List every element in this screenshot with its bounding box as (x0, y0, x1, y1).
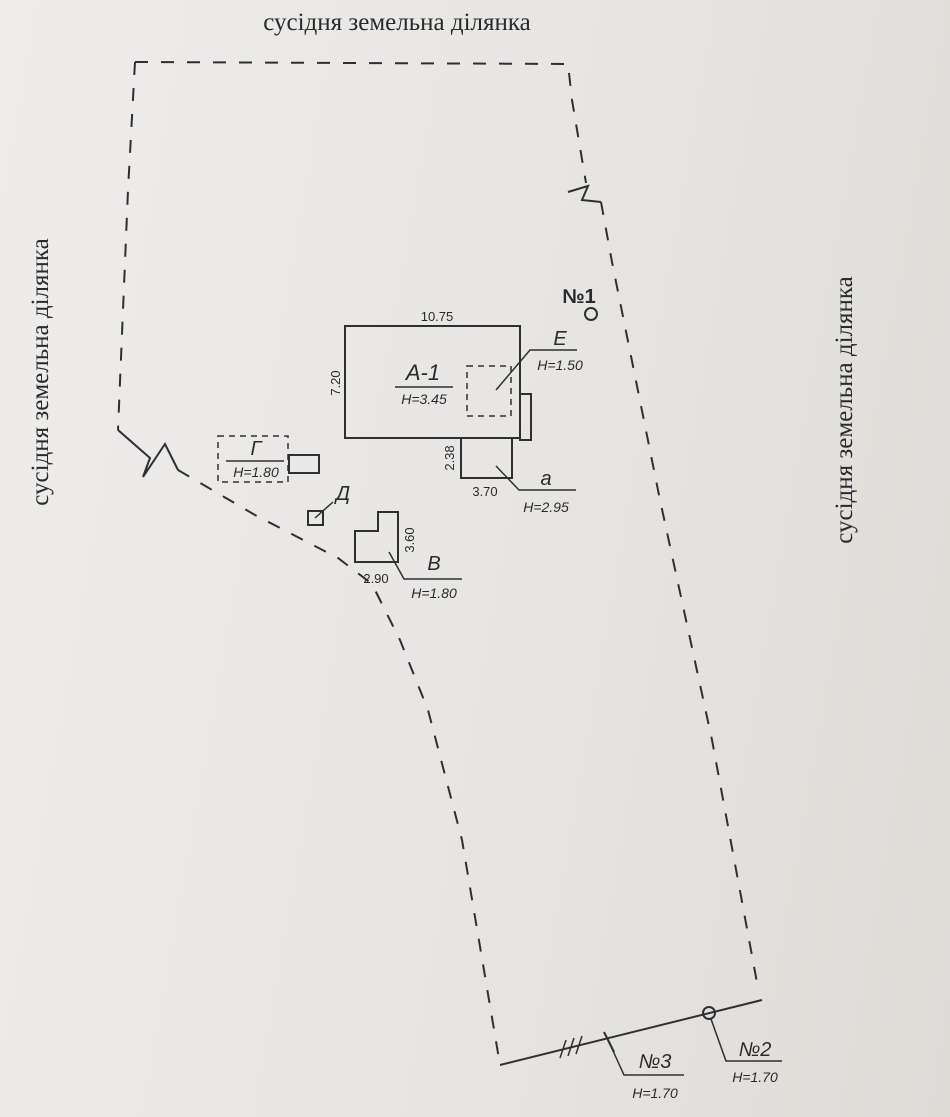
extension-a-width-dim: 3.70 (472, 484, 497, 499)
point-1-label: №1 (562, 286, 595, 308)
point-2-label: №2 (739, 1039, 772, 1061)
cellar-e-height: H=1.50 (537, 357, 583, 373)
structure-d: Д (307, 483, 350, 526)
point-2-height: H=1.70 (732, 1069, 778, 1085)
building-v-name: В (427, 553, 440, 575)
building-g: Г H=1.80 (217, 435, 320, 483)
building-a1-width-dim: 10.75 (421, 309, 454, 324)
label-right-neighbour: сусідня земельна ділянка (831, 276, 858, 544)
building-a1: А-1 H=3.45 10.75 7.20 (328, 309, 532, 441)
parcel-boundary (117, 61, 763, 1066)
building-v-depth-dim: 3.60 (402, 527, 417, 552)
point-3: №3 H=1.70 (603, 1031, 684, 1101)
building-v-width-dim: 2.90 (363, 571, 388, 586)
extension-a-name: а (540, 468, 551, 490)
point-3-height: H=1.70 (632, 1085, 678, 1101)
building-v-height: H=1.80 (411, 585, 457, 601)
building-a1-name: А-1 (404, 360, 440, 385)
building-a1-depth-dim: 7.20 (328, 370, 343, 395)
label-left-neighbour: сусідня земельна ділянка (27, 238, 54, 506)
extension-a: а H=2.95 2.38 3.70 (442, 438, 576, 515)
extension-a-depth-dim: 2.38 (442, 445, 457, 470)
point-2: №2 H=1.70 (702, 1006, 782, 1085)
building-v: В H=1.80 3.60 2.90 (354, 511, 462, 601)
cellar-e-name: Е (553, 328, 567, 350)
label-top-neighbour: сусідня земельна ділянка (263, 9, 531, 36)
point-1: №1 (562, 286, 598, 321)
building-g-name: Г (251, 438, 264, 460)
extension-a-height: H=2.95 (523, 499, 569, 515)
point-3-label: №3 (639, 1051, 672, 1073)
cellar-e: Е H=1.50 (466, 328, 583, 417)
structure-d-name: Д (334, 483, 350, 505)
building-a1-height: H=3.45 (401, 391, 447, 407)
building-g-height: H=1.80 (233, 464, 279, 480)
